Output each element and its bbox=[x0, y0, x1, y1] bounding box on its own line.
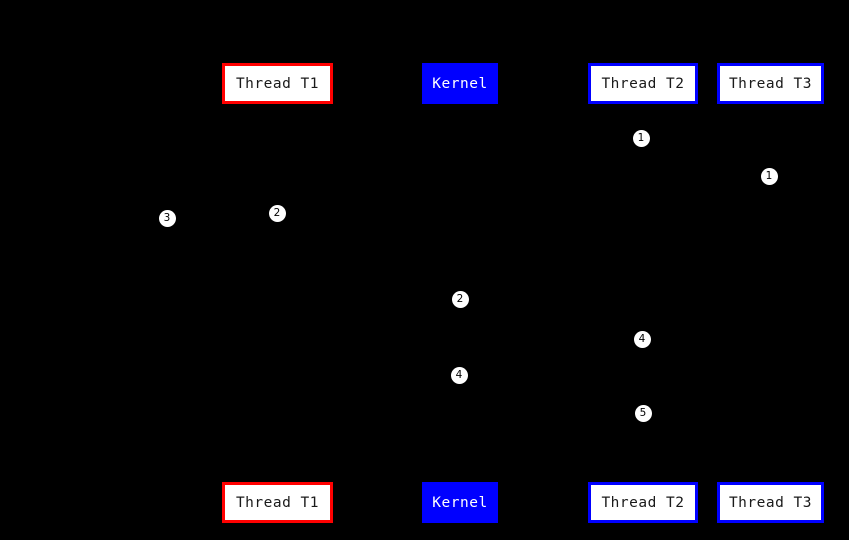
participant-label: Thread T2 bbox=[601, 75, 685, 92]
message-arrow bbox=[167, 218, 277, 219]
sequence-marker: 2 bbox=[451, 290, 469, 308]
participant-label: Kernel bbox=[432, 75, 488, 92]
sequence-marker: 4 bbox=[450, 366, 468, 384]
sequence-marker-number: 1 bbox=[637, 131, 645, 144]
participant-box-thread-t3-bottom[interactable]: Thread T3 bbox=[717, 482, 824, 523]
sequence-marker-number: 4 bbox=[638, 332, 646, 345]
lifeline-thread-t3 bbox=[770, 104, 771, 482]
participant-label: Thread T3 bbox=[728, 75, 813, 92]
participant-box-thread-t2-bottom[interactable]: Thread T2 bbox=[588, 482, 698, 523]
sequence-marker: 1 bbox=[760, 167, 778, 185]
sequence-marker: 5 bbox=[634, 404, 652, 422]
sequence-marker-number: 5 bbox=[639, 406, 647, 419]
lifeline-thread-t1 bbox=[277, 104, 278, 482]
sequence-marker: 3 bbox=[158, 209, 176, 227]
participant-box-thread-t3-top[interactable]: Thread T3 bbox=[717, 63, 824, 104]
sequence-marker: 4 bbox=[633, 330, 651, 348]
participant-box-thread-t1-top[interactable]: Thread T1 bbox=[222, 63, 333, 104]
participant-label: Thread T1 bbox=[235, 494, 320, 511]
sequence-marker-number: 2 bbox=[273, 206, 281, 219]
sequence-marker: 2 bbox=[268, 204, 286, 222]
participant-label: Thread T3 bbox=[728, 494, 813, 511]
participant-box-thread-t1-bottom[interactable]: Thread T1 bbox=[222, 482, 333, 523]
participant-label: Thread T1 bbox=[235, 75, 320, 92]
sequence-marker: 1 bbox=[632, 129, 650, 147]
participant-box-kernel-bottom[interactable]: Kernel bbox=[422, 482, 498, 523]
sequence-marker-number: 3 bbox=[163, 211, 171, 224]
participant-label: Thread T2 bbox=[601, 494, 685, 511]
lifeline-thread-t2 bbox=[643, 104, 644, 482]
participant-box-thread-t2-top[interactable]: Thread T2 bbox=[588, 63, 698, 104]
participant-box-kernel-top[interactable]: Kernel bbox=[422, 63, 498, 104]
sequence-marker-number: 4 bbox=[455, 368, 463, 381]
participant-label: Kernel bbox=[432, 494, 488, 511]
sequence-marker-number: 2 bbox=[456, 292, 464, 305]
sequence-marker-number: 1 bbox=[765, 169, 773, 182]
